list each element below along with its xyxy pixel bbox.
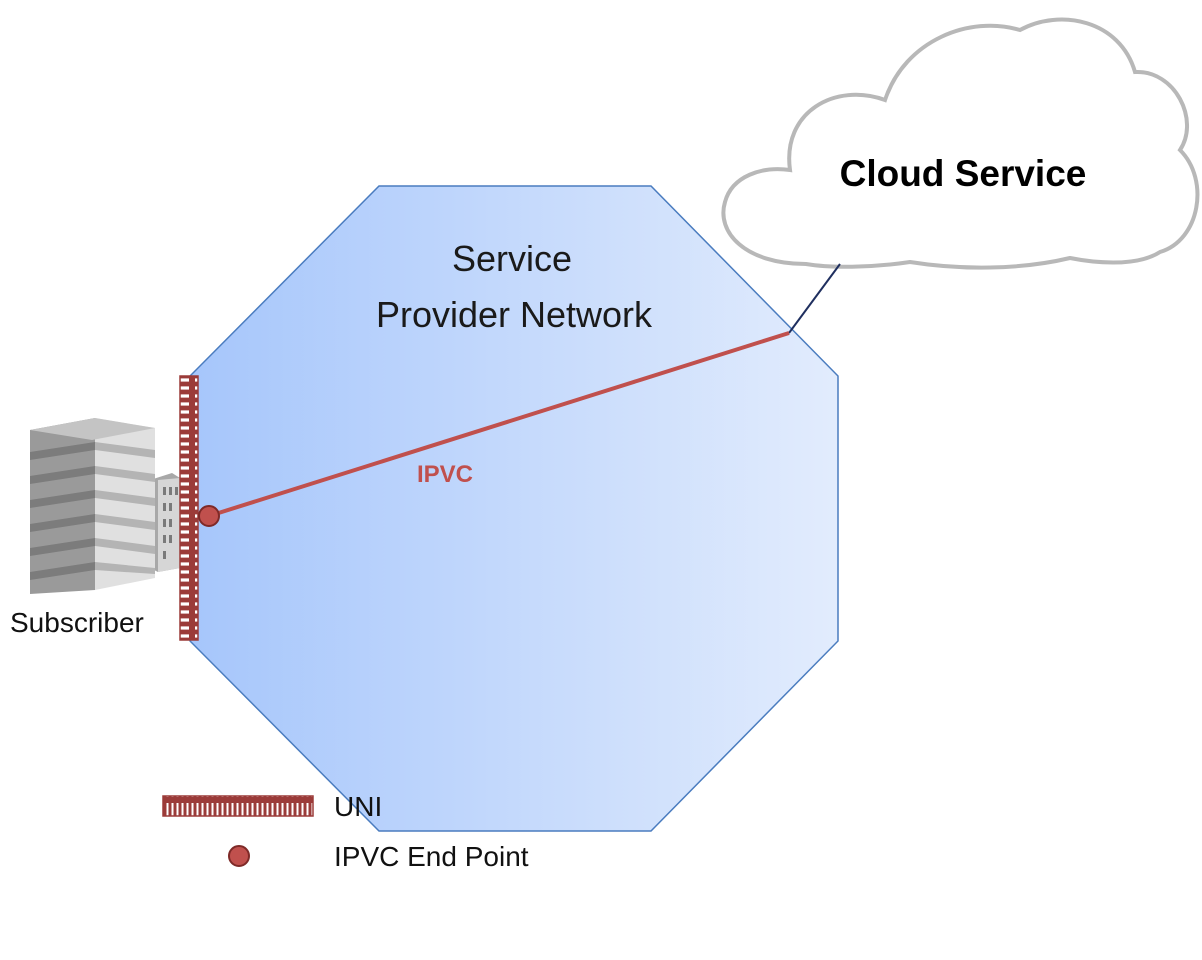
legend-endpoint-label: IPVC End Point [334, 841, 529, 872]
subscriber-building-icon [30, 418, 180, 594]
network-title-line1: Service [452, 238, 572, 279]
service-provider-network [189, 185, 839, 832]
network-title-line2: Provider Network [376, 294, 653, 335]
legend-endpoint-swatch [228, 845, 250, 867]
uni-bar [179, 375, 199, 641]
cloud-label: Cloud Service [840, 153, 1087, 194]
ipvc-endpoint-dot [198, 505, 220, 527]
legend: UNI IPVC End Point [162, 791, 529, 872]
ipvc-label: IPVC [417, 461, 473, 488]
ipvc-line [208, 331, 790, 518]
subscriber-label: Subscriber [10, 607, 144, 638]
legend-uni-label: UNI [334, 791, 382, 822]
cloud-link-line [788, 263, 841, 334]
legend-uni-swatch [162, 795, 314, 817]
cloud-shape [721, 17, 1200, 270]
